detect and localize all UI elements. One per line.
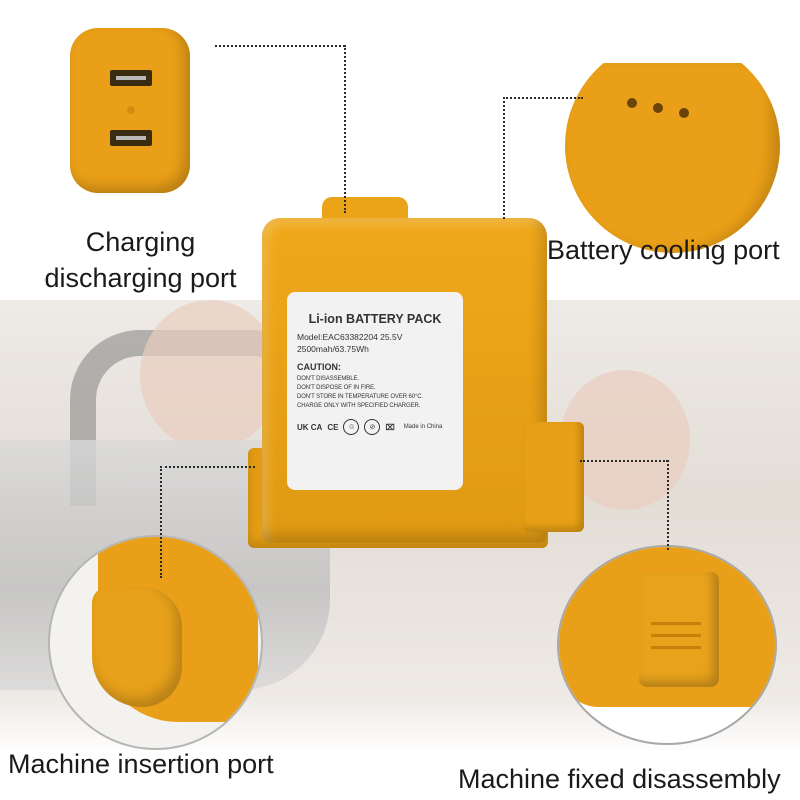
label-warning: CHARGE ONLY WITH SPECIFIED CHARGER. — [297, 403, 421, 409]
vent-hole-icon — [627, 98, 637, 108]
release-clip — [639, 572, 719, 687]
vent-hole-icon — [653, 103, 663, 113]
caption-fixed-disassembly: Machine fixed disassembly — [458, 764, 781, 794]
label-warning: DON'T STORE IN TEMPERATURE OVER 60°C. — [297, 394, 424, 400]
label-capacity: 2500mah/63.75Wh — [297, 344, 369, 354]
battery-side-clip — [524, 422, 584, 532]
indicator-dot — [127, 106, 135, 114]
battery-shell — [565, 63, 780, 253]
label-warning: DON'T DISASSEMBLE. — [297, 376, 359, 382]
insertion-tongue — [92, 587, 182, 707]
grip-ridge — [651, 646, 701, 649]
contact-slot — [110, 70, 152, 86]
recycle-icon: ♲ — [343, 419, 360, 435]
battery-label: Li-ion BATTERY PACK Model:EAC63382204 25… — [287, 292, 463, 490]
connector-line — [160, 466, 255, 468]
caption-charging-port: Charging discharging port — [44, 227, 237, 293]
ce-mark: CE — [327, 422, 339, 432]
label-caution-heading: CAUTION: — [297, 362, 341, 372]
grip-ridge — [651, 634, 701, 637]
connector-line — [344, 45, 346, 213]
vent-hole-icon — [679, 108, 689, 118]
connector-line — [503, 97, 583, 99]
connector-line — [580, 460, 668, 462]
fixed-disassembly-closeup — [557, 545, 777, 745]
caption-insertion-port: Machine insertion port — [8, 749, 274, 779]
connector-line — [503, 97, 505, 219]
charging-port-closeup — [38, 0, 243, 225]
cooling-port-closeup — [565, 38, 780, 253]
label-warning: DON'T DISPOSE OF IN FIRE. — [297, 385, 376, 391]
weee-bin-icon: ⌧ — [385, 422, 395, 432]
insertion-port-closeup — [48, 535, 263, 750]
ukca-mark: UK CA — [297, 422, 323, 432]
connector-line — [160, 466, 162, 578]
grip-ridge — [651, 622, 701, 625]
connector-line — [667, 460, 669, 550]
contact-slot — [110, 130, 152, 146]
certification-marks: UK CA CE ♲ ⊘ ⌧ Made in China — [297, 419, 453, 435]
hand-left — [140, 300, 280, 450]
label-title: Li-ion BATTERY PACK — [308, 312, 442, 326]
connector-line — [215, 45, 345, 47]
port-plate — [70, 28, 190, 193]
caption-cooling-port: Battery cooling port — [547, 235, 780, 265]
made-in-text: Made in China — [403, 424, 443, 430]
label-model: Model:EAC63382204 25.5V — [297, 332, 403, 342]
no-fire-icon: ⊘ — [364, 419, 381, 435]
